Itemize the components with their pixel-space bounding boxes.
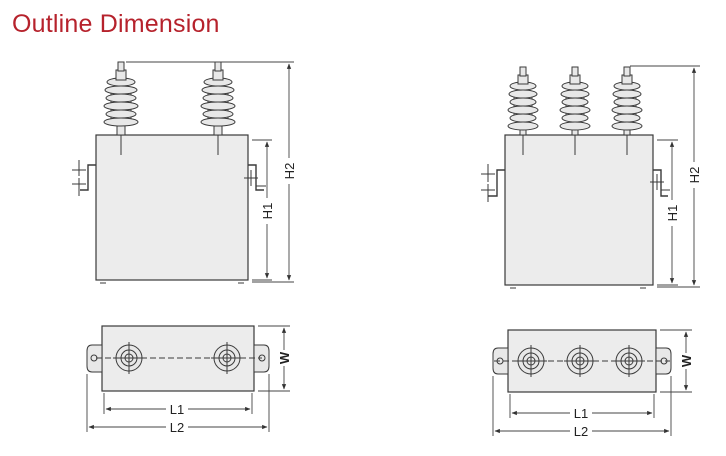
mounting-bracket-right xyxy=(244,164,266,191)
dimension-l1: L1 xyxy=(103,393,253,417)
bushing-top xyxy=(613,345,645,377)
mounting-bracket-right xyxy=(650,169,670,197)
label-w: W xyxy=(277,351,292,364)
dimension-h2: H2 xyxy=(126,61,298,283)
bushing-top xyxy=(515,345,547,377)
page-title: Outline Dimension xyxy=(12,10,220,38)
mounting-ear-left xyxy=(492,347,509,375)
mounting-ear-right xyxy=(655,347,672,375)
label-l1: L1 xyxy=(170,402,184,417)
dimension-l2: L2 xyxy=(492,376,672,439)
top-view-three-bushing: W L1 L2 xyxy=(492,329,694,439)
label-l2: L2 xyxy=(170,420,184,435)
dimension-w: W xyxy=(258,325,292,392)
dimension-w: W xyxy=(660,329,694,393)
porcelain-bushing xyxy=(103,61,139,155)
porcelain-bushing xyxy=(507,66,539,155)
label-h1: H1 xyxy=(665,205,680,222)
bushing-top xyxy=(113,342,145,374)
capacitor-case xyxy=(504,134,654,286)
dimension-h2: H2 xyxy=(630,65,703,288)
top-view-two-bushing: W L1 L2 xyxy=(86,325,292,435)
porcelain-bushing xyxy=(611,66,643,155)
dimension-l1: L1 xyxy=(509,394,655,421)
porcelain-bushing xyxy=(559,66,591,155)
dimension-h1: H1 xyxy=(252,139,276,281)
capacitor-case xyxy=(95,134,249,281)
mounting-bracket-left xyxy=(481,164,505,202)
label-l1: L1 xyxy=(574,406,588,421)
label-h1: H1 xyxy=(260,203,275,220)
bushing-top xyxy=(211,342,243,374)
label-h2: H2 xyxy=(687,167,702,184)
front-view-two-bushing: H1 H2 xyxy=(72,61,298,284)
front-view-three-bushing: H1 H2 xyxy=(481,65,703,289)
dimension-l2: L2 xyxy=(86,374,270,435)
mounting-ear-left xyxy=(86,344,103,373)
label-w: W xyxy=(679,354,694,367)
mounting-bracket-left xyxy=(72,160,96,196)
bushing-top xyxy=(564,345,596,377)
label-l2: L2 xyxy=(574,424,588,439)
label-h2: H2 xyxy=(282,163,297,180)
dimension-h1: H1 xyxy=(657,139,681,286)
